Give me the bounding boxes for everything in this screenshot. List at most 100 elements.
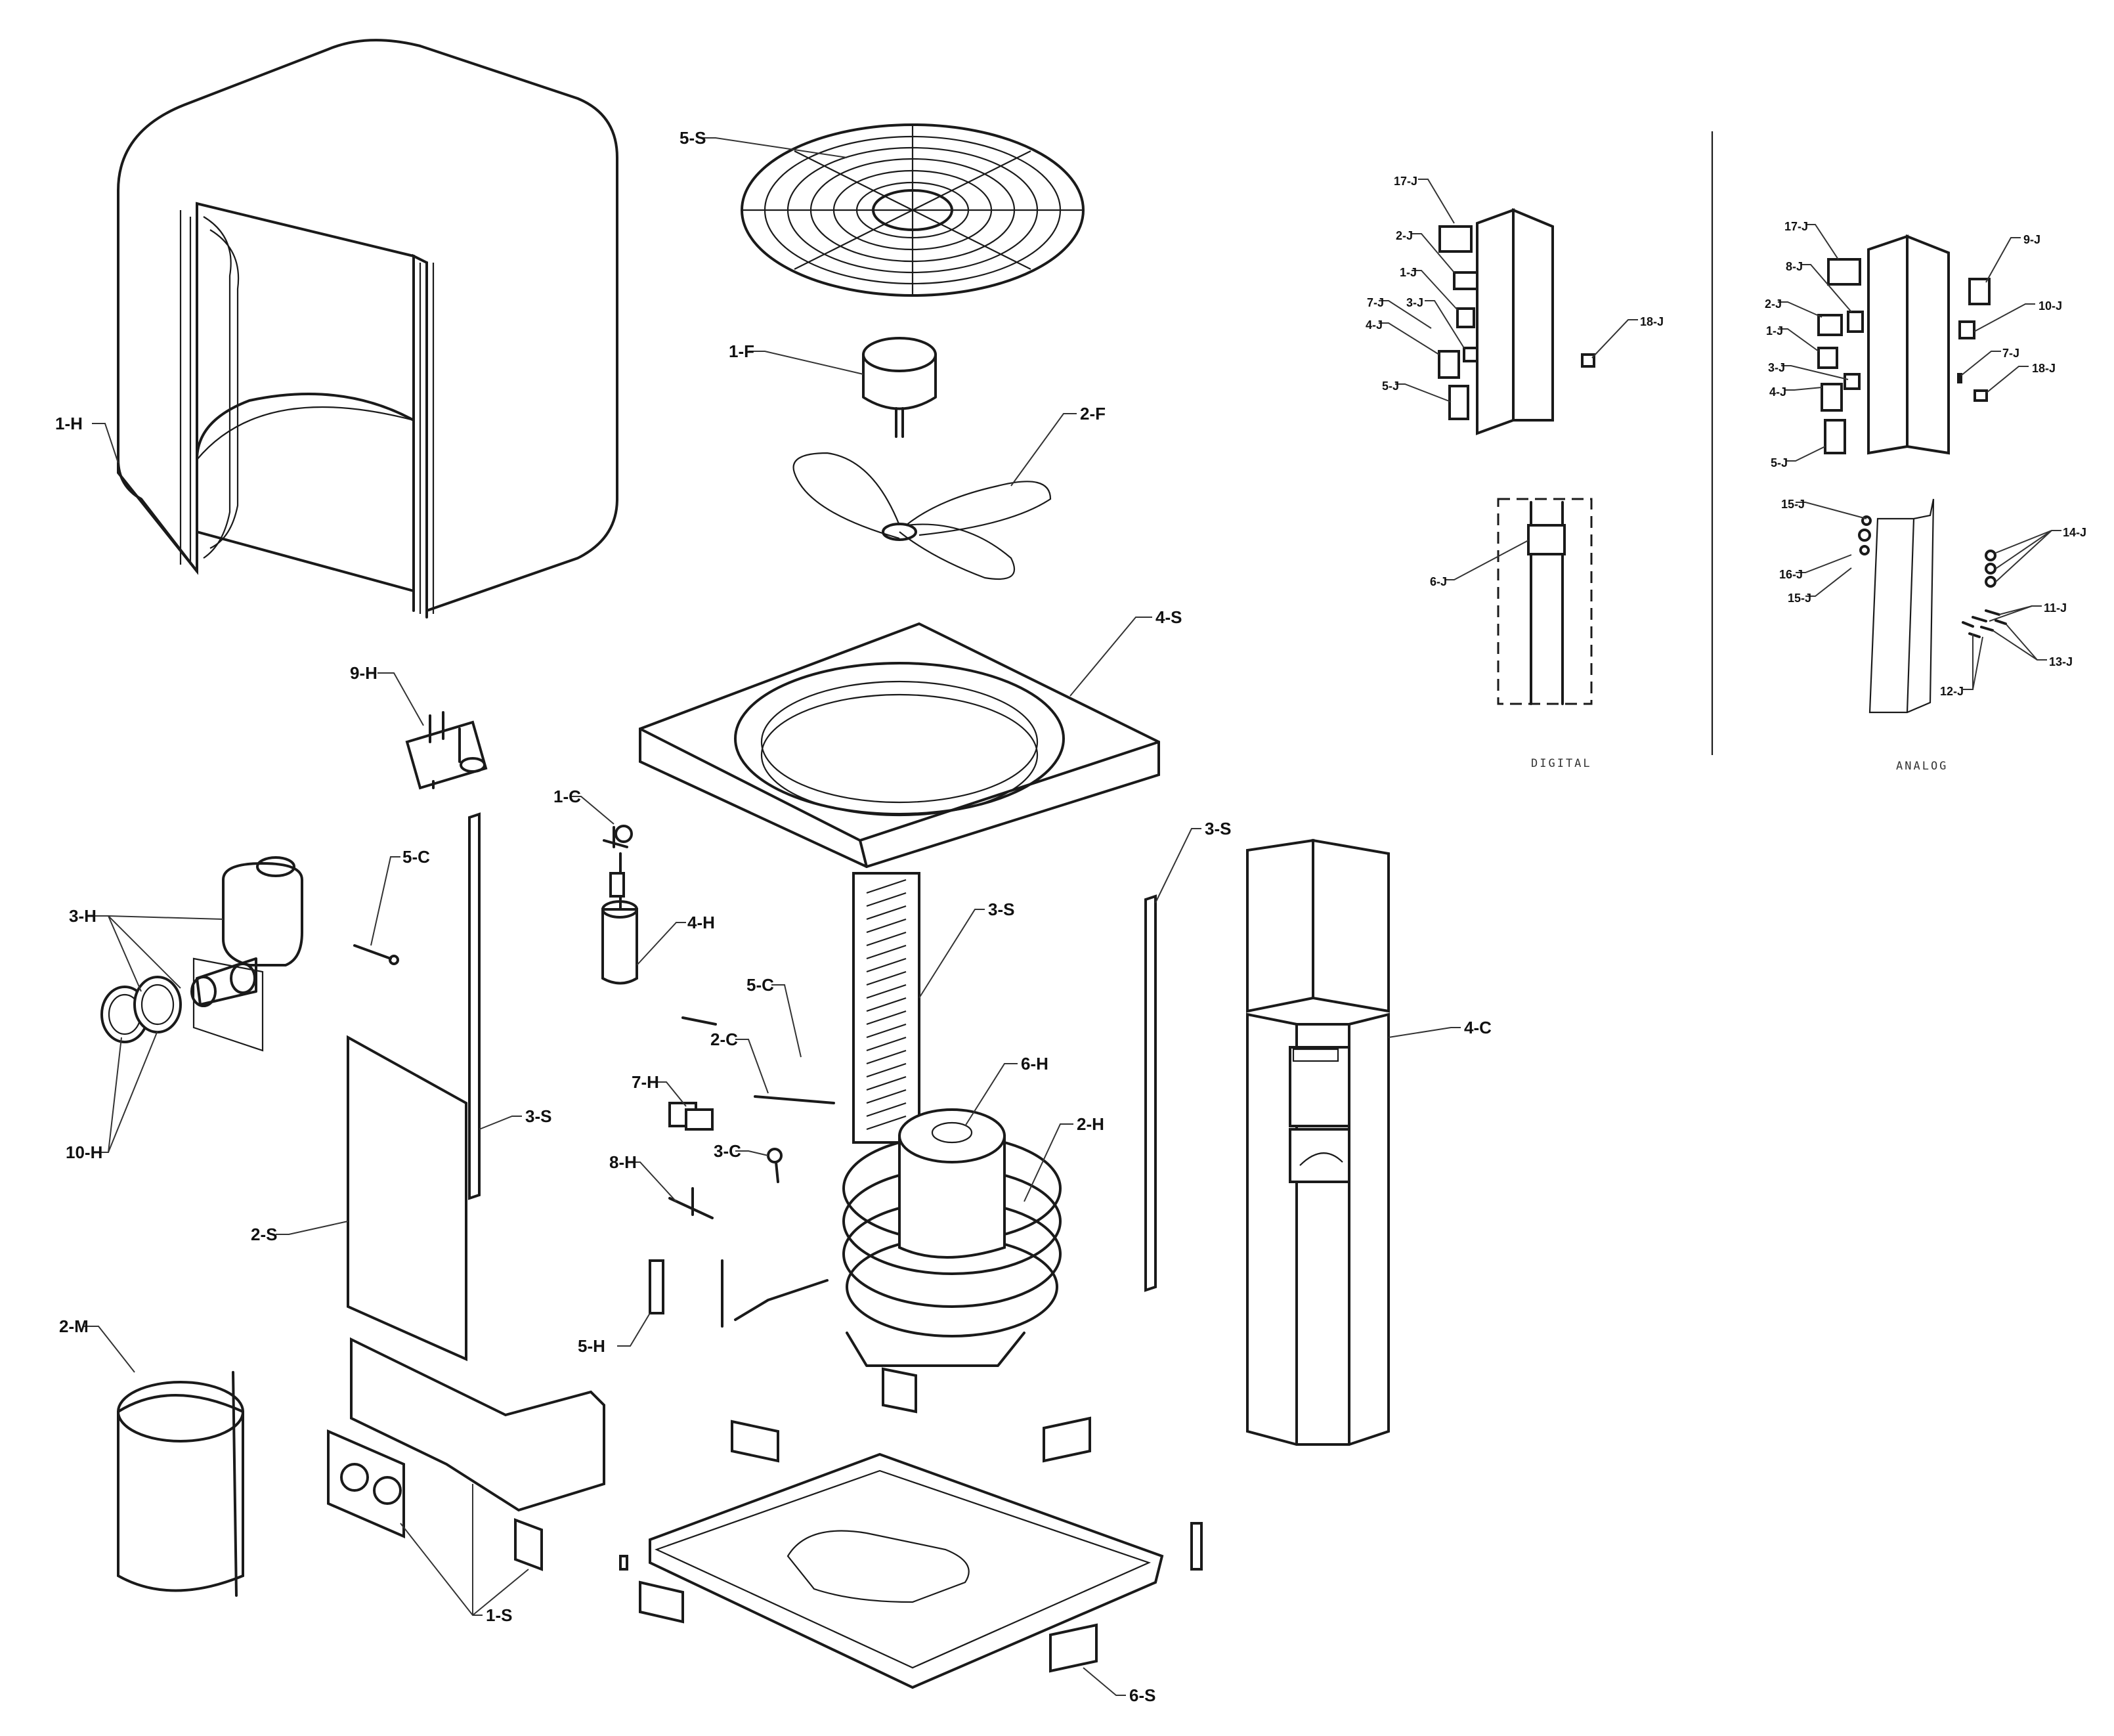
analog-part-17j bbox=[1827, 258, 1861, 286]
analog-part-8j bbox=[1847, 311, 1864, 333]
ana-label-17j: 17-J bbox=[1784, 220, 1808, 233]
analog-part-14j-2 bbox=[1985, 563, 1996, 575]
analog-part-14j-3 bbox=[1985, 576, 1996, 588]
label-7-h: 7-H bbox=[632, 1072, 659, 1092]
label-1-h: 1-H bbox=[55, 414, 83, 433]
dig-label-5j: 5-J bbox=[1382, 380, 1399, 393]
ana-label-7j: 7-J bbox=[2002, 347, 2019, 360]
dig-label-3j: 3-J bbox=[1406, 296, 1423, 309]
dig-label-17j: 17-J bbox=[1394, 175, 1417, 188]
label-1-c: 1-C bbox=[553, 787, 581, 806]
label-9-h: 9-H bbox=[350, 663, 378, 683]
analog-part-18j bbox=[1974, 389, 1988, 402]
base-pan bbox=[619, 1367, 1203, 1689]
corner-post-left bbox=[468, 812, 481, 1200]
compressor bbox=[898, 1108, 1006, 1259]
label-6-h: 6-H bbox=[1021, 1054, 1048, 1074]
expansion-valve bbox=[603, 825, 633, 914]
label-3-s-center: 3-S bbox=[988, 900, 1014, 919]
ana-label-2j: 2-J bbox=[1765, 297, 1782, 311]
analog-caption: ANALOG bbox=[1896, 760, 1948, 773]
label-5-c-left: 5-C bbox=[402, 847, 430, 867]
dig-label-2j: 2-J bbox=[1396, 229, 1413, 242]
top-fan-shroud bbox=[639, 622, 1160, 869]
service-valve bbox=[668, 1187, 714, 1219]
corner-post-right bbox=[1144, 894, 1157, 1292]
digital-part-1j bbox=[1456, 307, 1475, 328]
label-1-f: 1-F bbox=[729, 341, 754, 361]
ana-label-5j: 5-J bbox=[1771, 456, 1788, 469]
analog-control-panel-group: 17-J 8-J 2-J 1-J 3-J 4-J 5-J 9-J 10-J 7-… bbox=[1765, 220, 2086, 773]
ana-label-4j: 4-J bbox=[1769, 385, 1786, 399]
digital-mounting-bracket bbox=[1476, 208, 1554, 435]
label-4-h: 4-H bbox=[687, 913, 715, 932]
digital-back-panel bbox=[1497, 498, 1593, 705]
analog-knob-15j-top bbox=[1861, 515, 1872, 526]
analog-part-10j bbox=[1958, 320, 1975, 339]
coil-tubes-left bbox=[179, 210, 240, 565]
label-4-s: 4-S bbox=[1155, 607, 1182, 627]
label-5-s: 5-S bbox=[680, 128, 706, 148]
sensor-probe-center bbox=[681, 1016, 717, 1026]
dig-label-7j: 7-J bbox=[1367, 296, 1384, 309]
evaporator-coil-panel bbox=[117, 39, 618, 618]
label-2-m: 2-M bbox=[59, 1316, 89, 1336]
water-pipe-manifold bbox=[190, 856, 303, 1052]
sensor-probe-left bbox=[353, 944, 399, 965]
post-slots bbox=[866, 879, 907, 1131]
label-3-h: 3-H bbox=[69, 906, 97, 926]
ana-label-9j: 9-J bbox=[2023, 233, 2040, 246]
label-2-c: 2-C bbox=[710, 1030, 738, 1049]
label-3-c: 3-C bbox=[714, 1141, 741, 1161]
pressure-switch bbox=[767, 1148, 783, 1183]
fan-guard-grill bbox=[741, 123, 1085, 297]
fan-motor bbox=[862, 337, 937, 438]
ana-label-3j: 3-J bbox=[1768, 361, 1785, 374]
analog-part-5j bbox=[1824, 419, 1846, 454]
analog-mounting-bracket bbox=[1867, 234, 1950, 455]
dig-label-1j: 1-J bbox=[1400, 266, 1417, 279]
ana-label-11j: 11-J bbox=[2044, 601, 2067, 615]
base-front-panel bbox=[327, 1337, 605, 1571]
digital-caption: DIGITAL bbox=[1531, 757, 1592, 770]
analog-part-9j bbox=[1968, 278, 1991, 305]
label-8-h: 8-H bbox=[609, 1152, 637, 1172]
label-2-f: 2-F bbox=[1080, 404, 1106, 423]
analog-part-1j bbox=[1817, 347, 1838, 369]
digital-part-4j bbox=[1438, 350, 1460, 379]
analog-knob-16j bbox=[1858, 529, 1871, 542]
label-5-h: 5-H bbox=[578, 1336, 605, 1356]
compressor-cover bbox=[117, 1371, 244, 1597]
ana-label-13j: 13-J bbox=[2049, 655, 2073, 668]
analog-front-panel bbox=[1868, 498, 1935, 714]
analog-part-7j bbox=[1957, 373, 1962, 383]
ana-label-16j: 16-J bbox=[1779, 568, 1803, 581]
ana-label-14j: 14-J bbox=[2063, 526, 2086, 539]
digital-part-17j bbox=[1438, 225, 1473, 253]
label-2-s: 2-S bbox=[251, 1225, 277, 1244]
label-5-c-center: 5-C bbox=[746, 975, 774, 995]
fan-blade bbox=[792, 452, 1052, 580]
ana-label-12j: 12-J bbox=[1940, 685, 1964, 698]
pipe-unions bbox=[100, 976, 182, 1043]
ana-label-15j-top: 15-J bbox=[1781, 498, 1805, 511]
ana-label-1j: 1-J bbox=[1766, 324, 1783, 337]
analog-part-2j bbox=[1817, 314, 1843, 336]
ana-label-15j-bottom: 15-J bbox=[1788, 592, 1811, 605]
label-1-s: 1-S bbox=[486, 1605, 512, 1625]
heat-exchanger-coil bbox=[721, 1135, 1062, 1367]
label-3-s-left: 3-S bbox=[525, 1106, 551, 1126]
sensor-cable bbox=[754, 1095, 835, 1104]
solenoid-valve bbox=[668, 1102, 714, 1131]
digital-part-18j bbox=[1581, 353, 1595, 368]
side-access-panel bbox=[347, 1035, 467, 1362]
digital-part-3j bbox=[1463, 347, 1478, 362]
ana-label-18j: 18-J bbox=[2032, 362, 2056, 375]
label-2-h: 2-H bbox=[1077, 1114, 1104, 1134]
label-3-s-right: 3-S bbox=[1205, 819, 1231, 838]
label-4-c: 4-C bbox=[1464, 1018, 1492, 1037]
coil-tubes-right bbox=[419, 263, 435, 614]
ana-label-8j: 8-J bbox=[1786, 260, 1803, 273]
dig-label-4j: 4-J bbox=[1366, 318, 1383, 332]
